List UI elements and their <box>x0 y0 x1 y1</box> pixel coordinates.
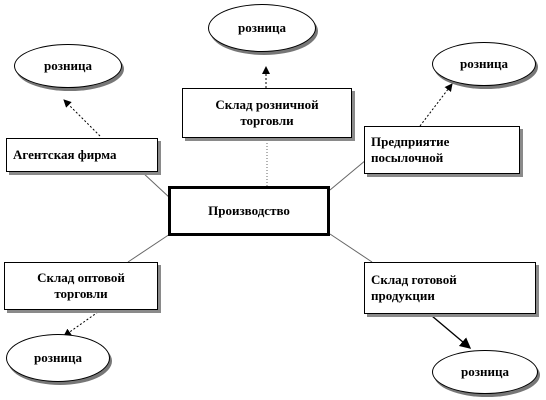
mail-order-line-2: посылочной <box>371 150 444 165</box>
retail-warehouse-box: Склад розничной торговли <box>182 88 352 138</box>
production-label: Производство <box>208 203 290 218</box>
arrow-to-upper-right-retail <box>419 83 453 127</box>
retail-ellipse-upper-left: розница <box>14 44 122 88</box>
production-box: Производство <box>168 186 330 236</box>
connector-center-wholesale <box>127 233 171 263</box>
wholesale-warehouse-line-2: торговли <box>54 286 108 301</box>
finished-goods-line-2: продукции <box>371 288 435 303</box>
connector-center-finished <box>329 233 373 263</box>
arrow-to-lower-right-retail <box>431 315 472 349</box>
retail-label: розница <box>461 364 509 379</box>
finished-goods-warehouse-box: Склад готовой продукции <box>364 262 536 314</box>
retail-ellipse-lower-right: розница <box>432 350 538 394</box>
wholesale-warehouse-box: Склад оптовой торговли <box>4 262 158 310</box>
arrow-to-upper-left-retail <box>63 99 101 137</box>
connector-center-agent <box>141 171 171 199</box>
connector-center-mail <box>329 159 367 191</box>
retail-ellipse-top: розница <box>208 4 316 52</box>
agent-firm-box: Агентская фирма <box>6 138 158 172</box>
retail-label: розница <box>44 58 92 73</box>
retail-warehouse-line-2: торговли <box>240 113 294 128</box>
mail-order-enterprise-box: Предприятие посылочной <box>364 126 520 174</box>
retail-label: розница <box>238 20 286 35</box>
finished-goods-line-1: Склад готовой <box>371 272 457 287</box>
retail-ellipse-lower-left: розница <box>6 334 110 382</box>
retail-label: розница <box>460 56 508 71</box>
agent-firm-label: Агентская фирма <box>13 147 117 162</box>
wholesale-warehouse-line-1: Склад оптовой <box>37 270 125 285</box>
retail-warehouse-line-1: Склад розничной <box>215 97 319 112</box>
arrow-to-lower-left-retail <box>63 311 99 337</box>
retail-ellipse-upper-right: розница <box>432 42 536 86</box>
retail-label: розница <box>34 350 82 365</box>
mail-order-line-1: Предприятие <box>371 134 450 149</box>
